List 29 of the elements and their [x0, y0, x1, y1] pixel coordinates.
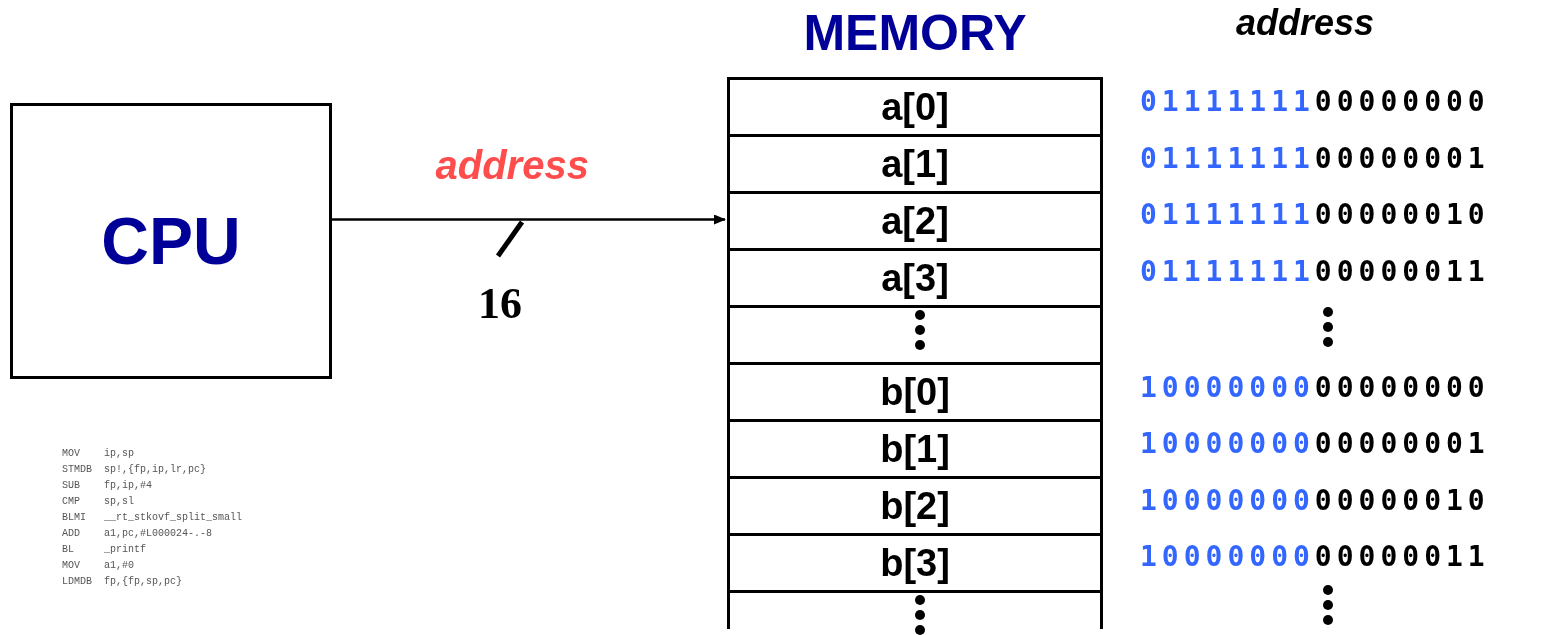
memory-cell: b[1] [727, 419, 1103, 476]
assembly-line: CMP sp,sl [62, 496, 134, 507]
memory-cell: a[3] [727, 248, 1103, 305]
memory-cell: b[2] [727, 476, 1103, 533]
cpu-label: CPU [101, 203, 241, 279]
memory-cell: b[0] [727, 362, 1103, 419]
assembly-line: BL _printf [62, 544, 146, 555]
memory-cell [727, 590, 1103, 629]
cpu-box [10, 103, 332, 379]
assembly-line: SUB fp,ip,#4 [62, 480, 152, 491]
assembly-line: LDMDB fp,{fp,sp,pc} [62, 576, 183, 587]
memory-cell: a[2] [727, 191, 1103, 248]
binary-address: 0111111100000000 [1140, 85, 1490, 118]
arrow [332, 214, 726, 225]
bus-width-label: 16 [478, 278, 522, 329]
memory-cell [727, 305, 1103, 362]
binary-address: 0111111100000010 [1140, 198, 1490, 231]
memory-cell: a[0] [727, 77, 1103, 134]
assembly-line: BLMI __rt_stkovf_split_small [62, 512, 243, 523]
column-heading: address [1236, 2, 1375, 44]
memory-cell: a[1] [727, 134, 1103, 191]
memory-heading: MEMORY [802, 4, 1028, 62]
memory-cell: b[3] [727, 533, 1103, 590]
assembly-line: STMDB sp!,{fp,ip,lr,pc} [62, 464, 207, 475]
assembly-line: MOV ip,sp [62, 448, 134, 459]
assembly-line: ADD a1,pc,#L000024-.-8 [62, 528, 213, 539]
binary-address: 0111111100000001 [1140, 142, 1490, 175]
binary-address: 0111111100000011 [1140, 255, 1490, 288]
assembly-line: MOV a1,#0 [62, 560, 134, 571]
